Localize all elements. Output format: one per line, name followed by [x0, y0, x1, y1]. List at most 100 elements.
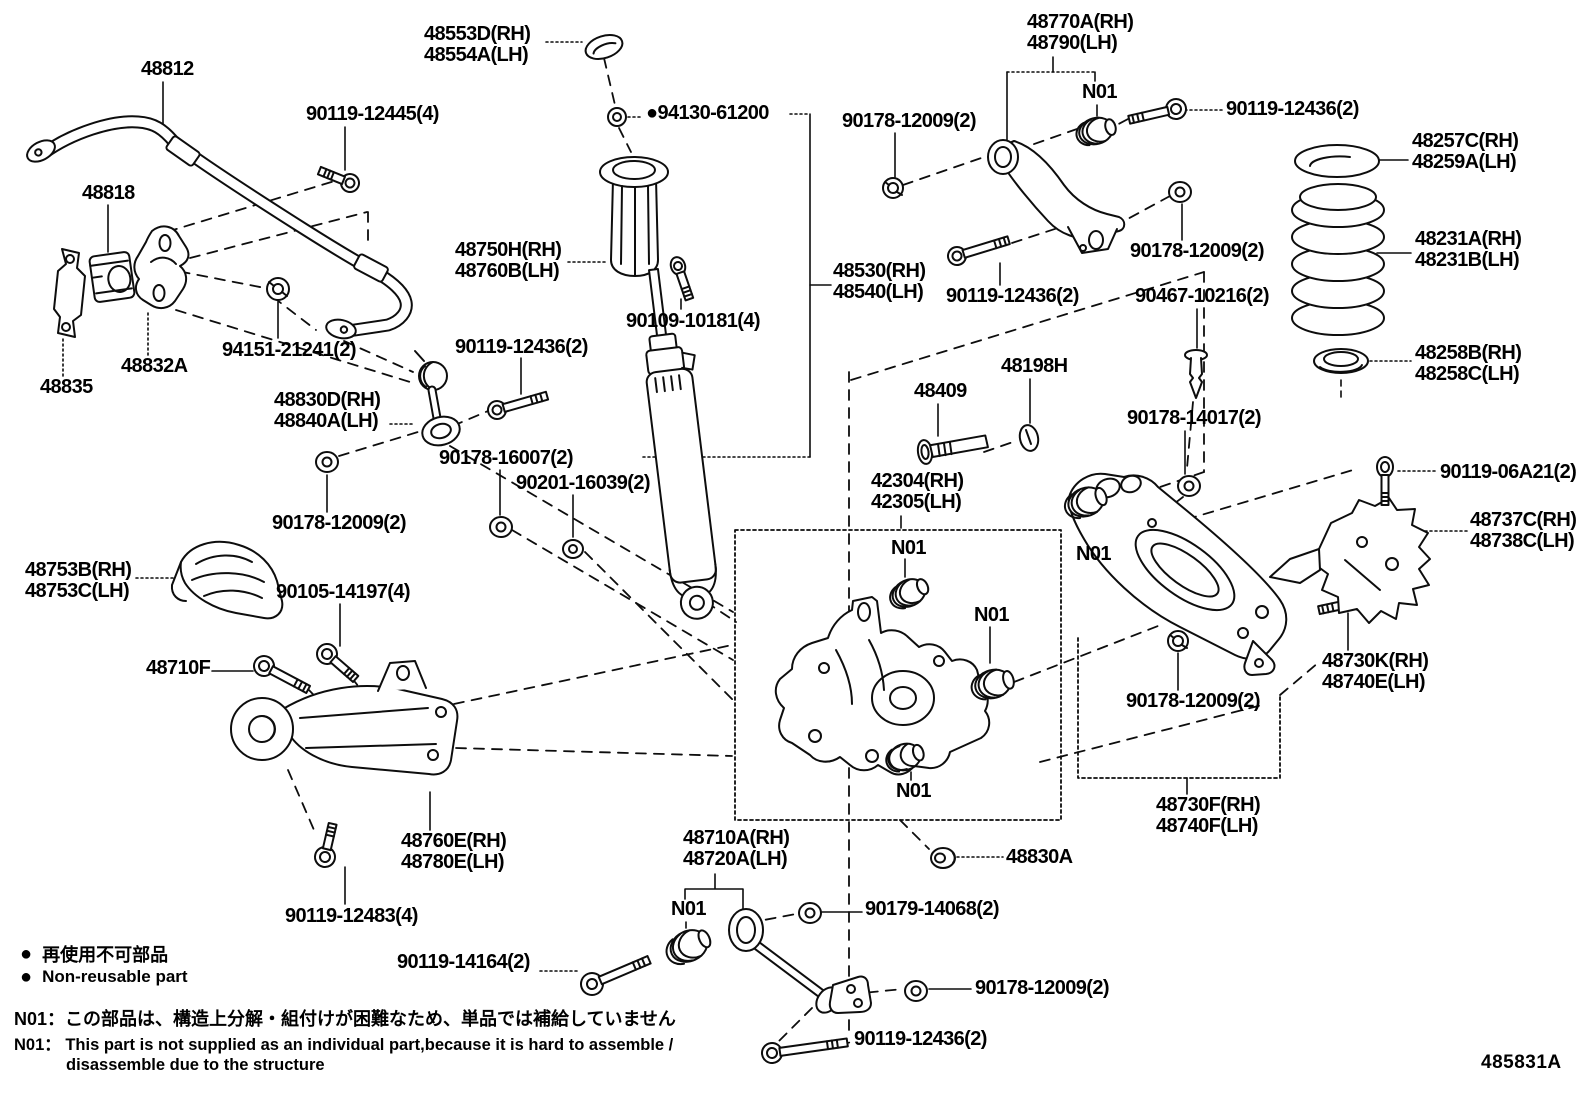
part-label-42304-42305: 42304(RH) 42305(LH): [871, 470, 964, 513]
lateral-rod-48710a: [728, 908, 872, 1014]
shock-absorber-48530: [645, 268, 717, 620]
bracket-48835: [53, 248, 86, 338]
knuckle-42304: [774, 596, 991, 776]
note-n01-en-line1: N01： This part is not supplied as an ind…: [14, 1036, 674, 1054]
bolt-90119-12445: [316, 165, 360, 193]
part-label-48710f: 48710F: [146, 657, 211, 679]
spring-cap-48257c: [1294, 144, 1380, 178]
part-label-n01-knuckle-right: N01: [974, 604, 1009, 626]
protector-48753b: [170, 540, 284, 620]
coil-spring-48231a: [1291, 183, 1385, 336]
grommet-94130-61200: [607, 107, 627, 127]
stabilizer-bar-48812: [26, 115, 413, 340]
part-label-90178-12009-lower-arm: 90178-12009(2): [1126, 690, 1261, 712]
part-label-n01-lateral-rod: N01: [671, 898, 706, 920]
lower-arm-group-box: [1077, 637, 1281, 779]
part-label-48830d-48840a: 48830D(RH) 48840A(LH): [274, 389, 381, 432]
bushing-n01-knuckle-bottom: [885, 742, 925, 773]
bolt-90109-10181: [669, 256, 695, 302]
note-n01-en-line2: disassemble due to the structure: [66, 1056, 325, 1074]
part-label-48835: 48835: [40, 376, 93, 398]
bolt-90119-14164: [580, 955, 652, 996]
legend-non-reusable-jp: ● 再使用不可部品: [20, 941, 168, 967]
part-label-48198h: 48198H: [1001, 355, 1068, 377]
part-label-90119-06a21: 90119-06A21(2): [1440, 461, 1577, 483]
part-label-48409: 48409: [914, 380, 967, 402]
part-label-90109-10181: 90109-10181(4): [626, 310, 761, 332]
part-label-90119-12445: 90119-12445(4): [306, 103, 439, 125]
part-label-48553d-48554a: 48553D(RH) 48554A(LH): [424, 23, 531, 66]
part-label-48257c-48259a: 48257C(RH) 48259A(LH): [1412, 130, 1519, 173]
non-reusable-dot-icon: ●: [20, 943, 33, 965]
washer-90178-12009-bottom: [904, 980, 928, 1002]
washer-90178-12009-upper-right: [1168, 181, 1192, 203]
part-label-48258b-48258c: 48258B(RH) 48258C(LH): [1415, 342, 1522, 385]
part-label-48730k-48740e: 48730K(RH) 48740E(LH): [1322, 650, 1429, 693]
nut-94151-21241: [266, 277, 290, 301]
part-label-48760e-48780e: 48760E(RH) 48780E(LH): [401, 830, 507, 873]
part-label-90119-12483: 90119-12483(4): [285, 905, 418, 927]
part-label-90119-12436-top: 90119-12436(2): [1226, 98, 1359, 120]
knuckle-group-box: [734, 529, 1062, 821]
part-label-90178-16007: 90178-16007(2): [439, 447, 574, 469]
bolt-90105-14197: [316, 643, 360, 683]
part-label-90467-10216: 90467-10216(2): [1135, 285, 1270, 307]
part-label-90201-16039: 90201-16039(2): [516, 472, 651, 494]
trailing-arm-48760e: [230, 660, 459, 776]
part-label-90178-14017: 90178-14017(2): [1127, 407, 1262, 429]
bolt-90119-12483: [314, 821, 338, 868]
part-label-94130-61200: ●94130-61200: [646, 102, 769, 124]
part-label-90178-12009-bottom: 90178-12009(2): [975, 977, 1110, 999]
bushing-n01-knuckle-top: [889, 578, 930, 610]
bushing-n01-upper-arm: [1075, 116, 1117, 147]
part-label-48710a-48720a: 48710A(RH) 48720A(LH): [683, 827, 790, 870]
bolt-48710f: [253, 655, 312, 695]
legend-non-reusable-en: ● Non-reusable part: [20, 967, 188, 987]
nut-90178-12009-lower-arm: [1167, 630, 1189, 652]
part-label-48770a-48790: 48770A(RH) 48790(LH): [1027, 11, 1134, 54]
part-label-90178-12009-left: 90178-12009(2): [272, 512, 407, 534]
part-label-94151-21241: 94151-21241(2): [222, 339, 357, 361]
part-label-48832a: 48832A: [121, 355, 188, 377]
bolt-90119-12436-mid: [947, 235, 1011, 266]
part-label-48530-48540: 48530(RH) 48540(LH): [833, 260, 926, 303]
bushing-n01-knuckle-right: [970, 668, 1015, 701]
part-label-90119-12436-bottom: 90119-12436(2): [854, 1028, 987, 1050]
nut-48830a: [930, 847, 956, 869]
lower-control-arm-48730f: [1067, 472, 1288, 676]
group-boxes: [734, 529, 1281, 821]
part-label-48812: 48812: [141, 58, 194, 80]
part-label-48231a-48231b: 48231A(RH) 48231B(LH): [1415, 228, 1522, 271]
part-label-90178-12009-upper-left: 90178-12009(2): [842, 110, 977, 132]
washer-90178-14017: [1177, 475, 1201, 497]
washer-90179-14068: [798, 902, 822, 924]
shield-48737c: [1269, 497, 1431, 624]
support-48750h: [599, 156, 669, 277]
part-label-48818: 48818: [82, 182, 135, 204]
cap-48553d: [584, 34, 624, 60]
clip-48198h: [1018, 424, 1040, 452]
clip-90467-10216: [1184, 349, 1208, 399]
bolt-90119-06a21: [1376, 456, 1394, 506]
legend-jp-text: 再使用不可部品: [42, 945, 169, 965]
part-label-48753b-48753c: 48753B(RH) 48753C(LH): [25, 559, 132, 602]
washer-90178-16007: [489, 516, 513, 538]
figure-code: 485831A: [1481, 1052, 1562, 1073]
washer-90178-12009-link: [315, 451, 339, 473]
part-label-n01-lower-arm: N01: [1076, 543, 1111, 565]
part-label-48737c-48738c: 48737C(RH) 48738C(LH): [1470, 509, 1577, 552]
leader-lines: [62, 41, 1468, 1050]
spring-insulator-48258b: [1313, 348, 1369, 374]
bolt-90119-12436-top: [1127, 98, 1187, 125]
bolt-90119-12436-link: [487, 390, 550, 420]
part-label-90178-12009-upper-right: 90178-12009(2): [1130, 240, 1265, 262]
bushing-n01-lateral-rod: [665, 929, 712, 966]
stabilizer-link-48830d: [414, 350, 461, 447]
bushing-n01-lower-arm: [1063, 486, 1108, 520]
part-label-90105-14197: 90105-14197(4): [276, 581, 411, 603]
washer-90201-16039: [562, 539, 584, 559]
part-label-90119-12436-mid: 90119-12436(2): [946, 285, 1079, 307]
pin-48409: [916, 434, 989, 465]
part-label-48750h-48760b: 48750H(RH) 48760B(LH): [455, 239, 562, 282]
